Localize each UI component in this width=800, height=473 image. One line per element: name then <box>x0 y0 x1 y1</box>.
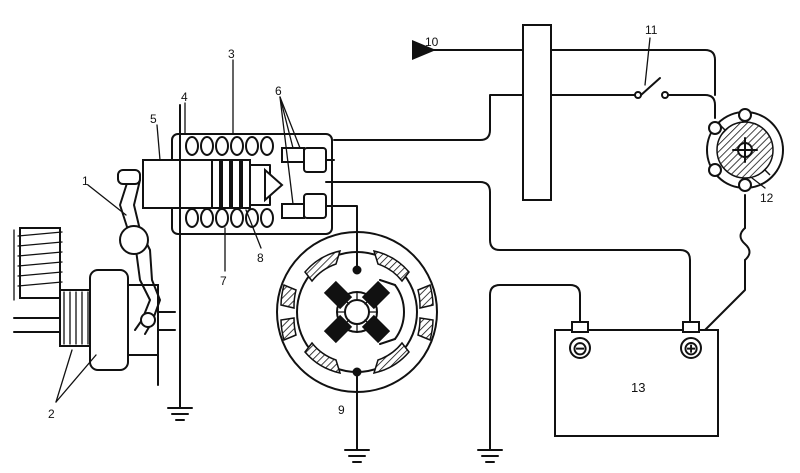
shift-lever <box>117 169 161 335</box>
label-3: 3 <box>228 47 235 61</box>
battery-negative-symbol: ⊖ <box>572 336 589 360</box>
label-9: 9 <box>338 403 345 417</box>
ignition-switch <box>634 77 669 99</box>
flywheel-ring-gear <box>13 227 63 301</box>
label-2: 2 <box>48 407 55 421</box>
label-13: 13 <box>631 380 645 395</box>
battery: ⊖ ⊕ <box>554 321 719 437</box>
solenoid-ground <box>167 104 193 421</box>
label-6: 6 <box>275 84 282 98</box>
leader-lines <box>55 37 766 403</box>
label-11: 11 <box>645 23 658 37</box>
part-labels: 1 2 3 4 5 6 7 8 9 10 11 12 13 <box>48 23 774 421</box>
label-1: 1 <box>82 174 89 188</box>
label-5: 5 <box>150 112 157 126</box>
distributor <box>706 108 784 192</box>
label-8: 8 <box>257 251 264 265</box>
label-7: 7 <box>220 274 227 288</box>
solenoid-switch <box>142 133 335 235</box>
mounting-bracket <box>522 24 552 201</box>
starter-motor <box>276 205 438 463</box>
label-4: 4 <box>181 90 188 104</box>
label-10: 10 <box>425 35 439 49</box>
label-12: 12 <box>760 191 774 205</box>
wiring <box>325 40 751 463</box>
battery-positive-symbol: ⊕ <box>683 336 700 360</box>
drive-pinion <box>13 269 176 386</box>
